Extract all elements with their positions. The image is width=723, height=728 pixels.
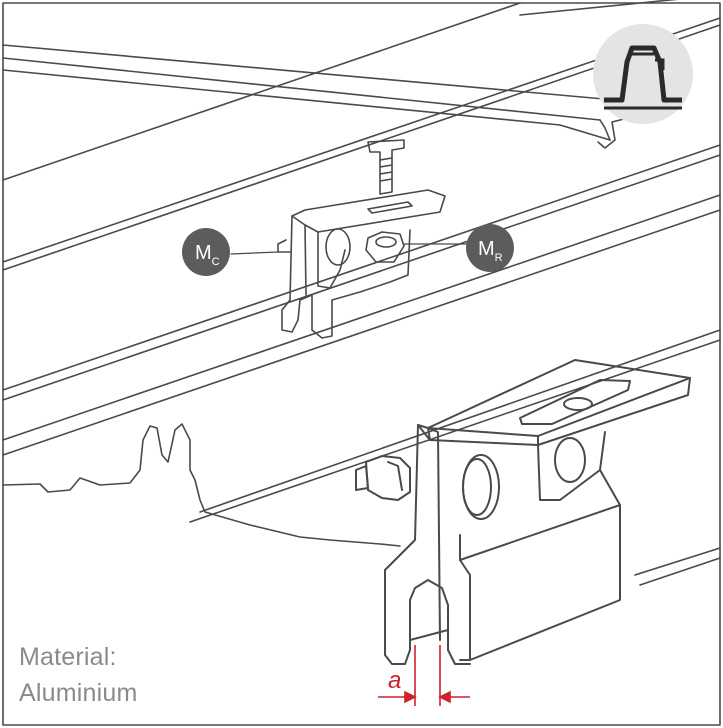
callout-mr-sub: R xyxy=(495,252,503,264)
roof-sheet-front-profile xyxy=(2,423,401,547)
callout-mc: MC xyxy=(182,228,230,276)
dimension-a-label: a xyxy=(388,667,401,694)
dimension-a-marker xyxy=(378,645,470,706)
callout-mr-main: M xyxy=(478,238,495,260)
mounting-rail xyxy=(2,0,679,149)
callout-mr: MR xyxy=(466,224,514,272)
callout-mc-sub: C xyxy=(212,256,220,268)
callout-mc-main: M xyxy=(195,242,212,264)
large-bracket xyxy=(355,359,691,665)
svg-text:MC: MC xyxy=(195,242,220,268)
material-label: Material: xyxy=(19,643,117,671)
mc-leader-line xyxy=(230,251,279,255)
svg-text:MR: MR xyxy=(478,238,503,264)
trapezoidal-sheet-profile-icon xyxy=(593,24,693,124)
material-value: Aluminium xyxy=(19,679,138,707)
small-bracket xyxy=(277,139,446,339)
